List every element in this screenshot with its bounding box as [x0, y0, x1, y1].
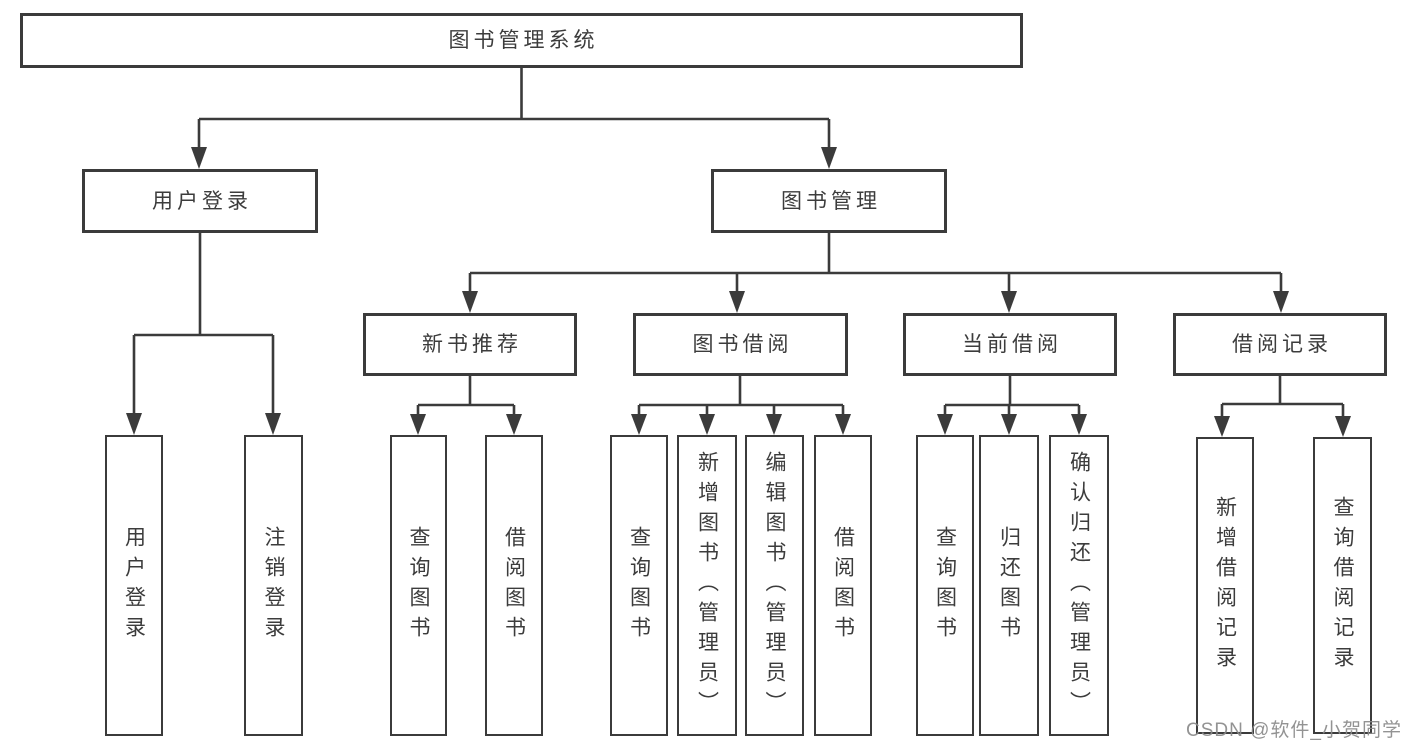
leaf-query-borrow-record-label: 查询借阅记录 [1331, 495, 1354, 676]
node-borrow-records-label: 借阅记录 [1232, 333, 1332, 356]
leaf-add-borrow-record: 新增借阅记录 [1196, 437, 1254, 734]
leaf-return-book-label: 归还图书 [997, 525, 1021, 646]
leaf-borrow-book-recommend: 借阅图书 [485, 435, 543, 736]
leaf-user-login: 用户登录 [105, 435, 163, 736]
node-book-borrow: 图书借阅 [633, 313, 848, 376]
node-book-borrow-label: 图书借阅 [692, 333, 793, 356]
leaf-logout-label: 注销登录 [262, 525, 285, 646]
leaf-return-book: 归还图书 [979, 435, 1039, 736]
node-user-login: 用户登录 [82, 169, 318, 233]
leaf-borrow-book-recommend-label: 借阅图书 [502, 525, 526, 646]
node-borrow-records: 借阅记录 [1173, 313, 1387, 376]
node-user-login-label: 用户登录 [152, 189, 252, 213]
leaf-confirm-return-admin: 确认归还（管理员） [1049, 435, 1109, 736]
leaf-query-books-recommend: 查询图书 [390, 435, 447, 736]
watermark: CSDN @软件_小贺同学 [1186, 720, 1402, 741]
leaf-query-books-recommend-label: 查询图书 [407, 525, 430, 646]
leaf-borrow-book-label: 借阅图书 [831, 525, 855, 646]
node-book-management-label: 图书管理 [781, 189, 881, 213]
leaf-confirm-return-admin-label: 确认归还（管理员） [1067, 450, 1091, 721]
node-current-borrow-label: 当前借阅 [962, 333, 1062, 356]
leaf-edit-book-admin-label: 编辑图书（管理员） [763, 450, 786, 721]
leaf-add-borrow-record-label: 新增借阅记录 [1213, 495, 1237, 676]
node-new-book-recommend-label: 新书推荐 [422, 333, 522, 356]
leaf-query-books-current: 查询图书 [916, 435, 974, 736]
leaf-borrow-book: 借阅图书 [814, 435, 872, 736]
leaf-query-books-current-label: 查询图书 [933, 525, 957, 646]
leaf-add-book-admin: 新增图书（管理员） [677, 435, 737, 736]
leaf-query-books-borrow-label: 查询图书 [627, 525, 651, 646]
leaf-user-login-label: 用户登录 [122, 525, 146, 646]
leaf-query-borrow-record: 查询借阅记录 [1313, 437, 1372, 734]
leaf-add-book-admin-label: 新增图书（管理员） [695, 450, 719, 721]
leaf-logout: 注销登录 [244, 435, 303, 736]
node-root: 图书管理系统 [20, 13, 1023, 68]
leaf-query-books-borrow: 查询图书 [610, 435, 668, 736]
arrowheads [126, 147, 1351, 437]
node-book-management: 图书管理 [711, 169, 947, 233]
leaf-edit-book-admin: 编辑图书（管理员） [745, 435, 804, 736]
node-new-book-recommend: 新书推荐 [363, 313, 577, 376]
node-current-borrow: 当前借阅 [903, 313, 1117, 376]
node-root-label: 图书管理系统 [448, 29, 599, 52]
